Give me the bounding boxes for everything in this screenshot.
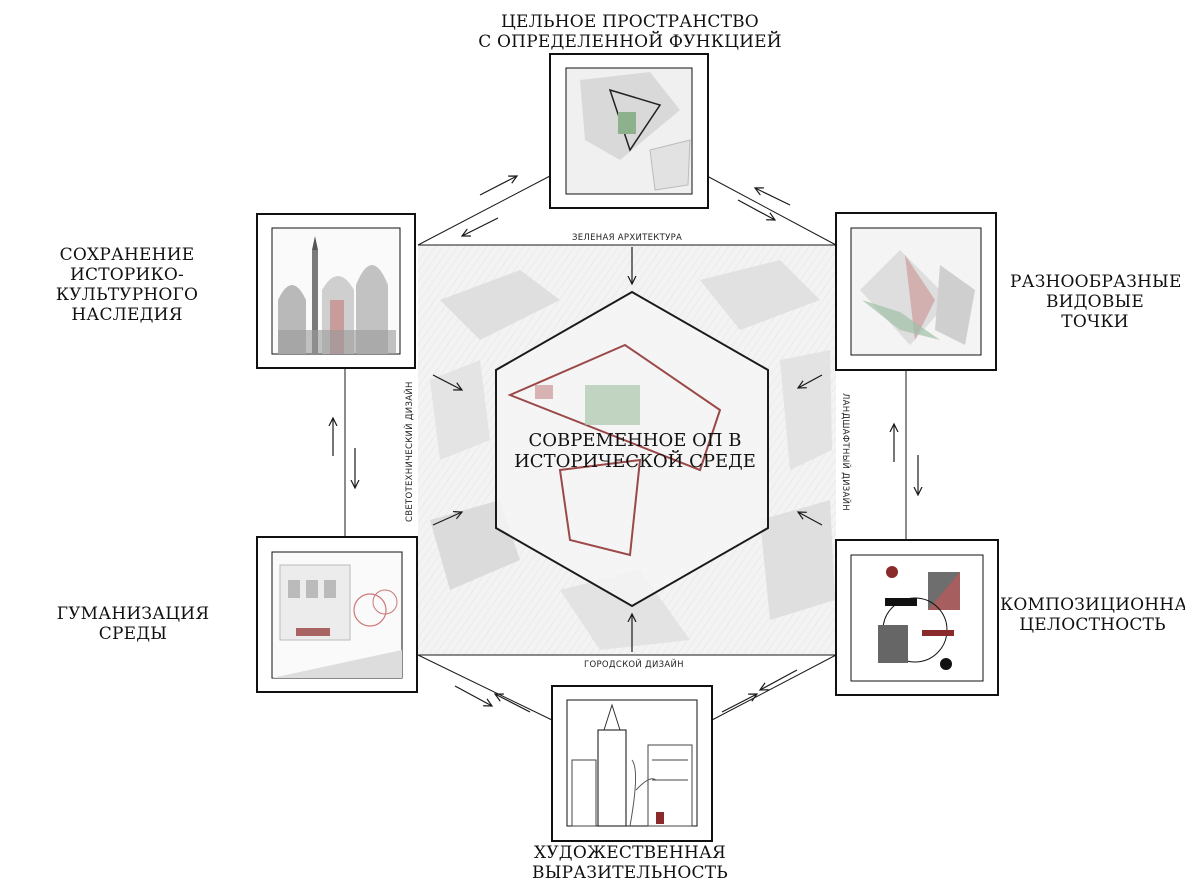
node-bottom-right-frame [835,539,999,696]
label-top-line1: ЦЕЛЬНОЕ ПРОСТРАНСТВО [501,12,759,32]
label-top-left-line1: СОХРАНЕНИЕ [59,245,195,265]
node-top-right-frame [835,212,997,371]
edge-label-right: ЛАНДШАФТНЫЙ ДИЗАЙН [840,392,850,512]
label-bottom: ХУДОЖЕСТВЕННАЯ ВЫРАЗИТЕЛЬНОСТЬ [480,843,780,883]
edge-label-bottom: ГОРОДСКОЙ ДИЗАЙН [584,660,684,670]
center-title-line1: СОВРЕМЕННОЕ ОП В [528,430,742,451]
label-bottom-line2: ВЫРАЗИТЕЛЬНОСТЬ [532,863,728,883]
label-bottom-line1: ХУДОЖЕСТВЕННАЯ [534,843,726,863]
edge-label-left: СВЕТОТЕХНИЧЕСКИЙ ДИЗАЙН [405,381,415,522]
outer-edges [344,175,907,721]
label-top-left-line3: НАСЛЕДИЯ [71,305,183,325]
center-title: СОВРЕМЕННОЕ ОП В ИСТОРИЧЕСКОЙ СРЕДЕ [500,430,770,472]
edge-label-top: ЗЕЛЕНАЯ АРХИТЕКТУРА [572,233,683,243]
label-top-line2: С ОПРЕДЕЛЕННОЙ ФУНКЦИЕЙ [478,32,782,52]
label-bottom-left-line1: ГУМАНИЗАЦИЯ СРЕДЫ [56,604,210,644]
label-top-right: РАЗНООБРАЗНЫЕ ВИДОВЫЕ ТОЧКИ [1010,272,1182,332]
label-top-right-line1: РАЗНООБРАЗНЫЕ [1010,272,1182,292]
label-bottom-left: ГУМАНИЗАЦИЯ СРЕДЫ [22,604,244,644]
center-title-line2: ИСТОРИЧЕСКОЙ СРЕДЕ [514,451,756,472]
node-bottom-left-frame [256,536,418,693]
node-bottom-frame [551,685,713,842]
inner-arrows [432,247,823,652]
label-bottom-right-line1: КОМПОЗИЦИОННАЯ [1000,595,1185,615]
center-plan [507,343,722,557]
label-top-left-line2: ИСТОРИКО-КУЛЬТУРНОГО [55,265,199,305]
label-bottom-right-line2: ЦЕЛОСТНОСТЬ [1019,615,1166,635]
label-top: ЦЕЛЬНОЕ ПРОСТРАНСТВО С ОПРЕДЕЛЕННОЙ ФУНК… [470,12,790,52]
node-top-left-frame [256,213,416,369]
label-bottom-right: КОМПОЗИЦИОННАЯ ЦЕЛОСТНОСТЬ [1000,595,1185,635]
edge-arrows [333,176,918,713]
label-top-right-line2: ВИДОВЫЕ ТОЧКИ [1045,292,1145,332]
label-top-left: СОХРАНЕНИЕ ИСТОРИКО-КУЛЬТУРНОГО НАСЛЕДИЯ [8,245,246,325]
node-top-frame [549,53,709,209]
